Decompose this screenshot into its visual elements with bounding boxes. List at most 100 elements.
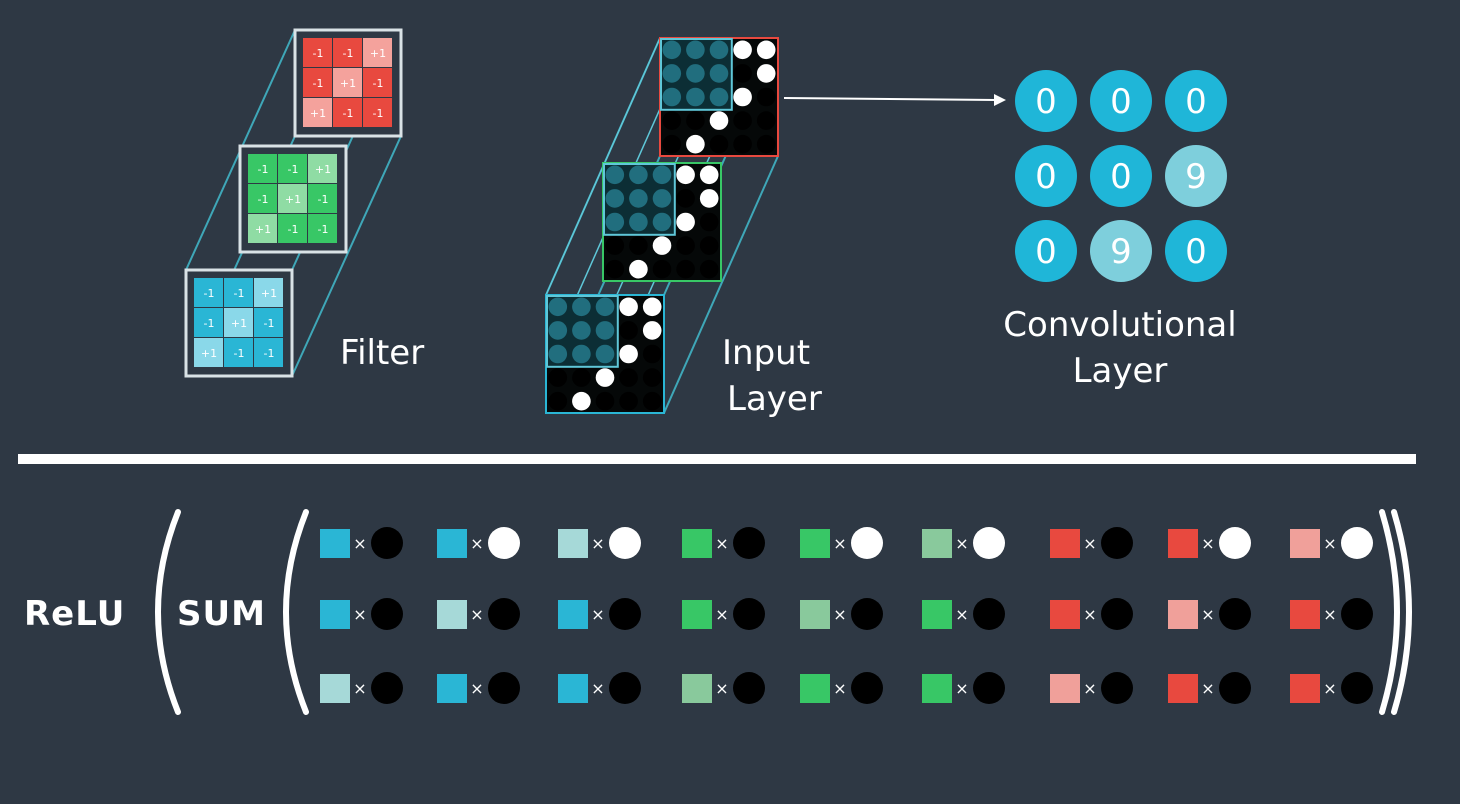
conv-label-line2: Layer (1072, 351, 1168, 391)
input-pixel (548, 321, 568, 340)
input-pixel (686, 40, 705, 60)
filter-weight-value: -1 (313, 47, 324, 60)
input-pixel (699, 212, 719, 232)
input-pixel (699, 259, 719, 279)
input-pixel (652, 212, 672, 232)
conv-output-value: 0 (1185, 232, 1207, 272)
weight-square (682, 600, 712, 629)
weight-square (1290, 529, 1320, 558)
weight-square (1168, 674, 1198, 703)
filter-weight-cell (303, 68, 332, 97)
input-pixel (619, 368, 638, 387)
input-pixel (699, 165, 719, 185)
pixel-circle (973, 672, 1005, 704)
filter-weight-cell (308, 184, 337, 213)
filter-weight-cell (248, 154, 277, 183)
input-pixel (756, 40, 776, 60)
weight-square (1290, 600, 1320, 629)
pixel-circle (609, 527, 641, 559)
times-sign: × (1083, 605, 1096, 624)
input-pixel (572, 368, 591, 387)
filter-weight-cell (224, 308, 253, 337)
conv-output-value: 0 (1185, 82, 1207, 122)
filter-weight-cell (248, 184, 277, 213)
times-sign: × (1201, 605, 1214, 624)
filter-weight-cell (278, 184, 307, 213)
filter-weight-value: +1 (310, 107, 326, 120)
pixel-circle (371, 672, 403, 704)
conv-output-value: 9 (1110, 232, 1132, 272)
times-sign: × (833, 605, 846, 624)
weight-square (1050, 600, 1080, 629)
conv-output-value: 0 (1110, 157, 1132, 197)
filter-weight-cell (333, 68, 362, 97)
input-pixel (619, 297, 638, 317)
filter-window-overlay (660, 38, 733, 111)
conv-output-value: 0 (1035, 232, 1057, 272)
input-pixel (709, 111, 729, 130)
filter-weight-cell (333, 38, 362, 67)
input-pixel (756, 64, 776, 83)
weight-square (558, 529, 588, 558)
conv-output-cell (1090, 70, 1152, 132)
pixel-circle (851, 527, 883, 559)
filter-weight-value: +1 (261, 287, 277, 300)
conv-output-cell (1165, 145, 1227, 207)
input-pixel (709, 134, 729, 154)
section-divider (18, 454, 1416, 464)
filter-weight-cell (363, 38, 392, 67)
input-pixel (619, 391, 638, 411)
sum-label: SUM (177, 594, 266, 634)
input-pixel (652, 259, 672, 279)
pixel-circle (371, 527, 403, 559)
input-pixel (709, 40, 729, 60)
times-sign: × (1323, 605, 1336, 624)
times-sign: × (715, 534, 728, 553)
pixel-circle (488, 672, 520, 704)
input-pixel (605, 236, 625, 255)
pixel-circle (371, 598, 403, 630)
weight-square (437, 529, 467, 558)
filter-weight-cell (254, 278, 283, 307)
input-pixel (733, 87, 752, 107)
filter-weight-cell (194, 278, 223, 307)
input-pixel (662, 64, 682, 83)
arrow-line (783, 97, 997, 101)
weight-square (437, 674, 467, 703)
filter-weight-cell (224, 278, 253, 307)
input-pixel (642, 297, 662, 317)
filter-weight-value: +1 (285, 193, 301, 206)
times-sign: × (1083, 679, 1096, 698)
input-pixel (595, 321, 615, 340)
input-pixel (595, 368, 615, 387)
arrow-head (994, 94, 1006, 106)
filter-edge (291, 135, 402, 377)
pixel-circle (1341, 672, 1373, 704)
input-pixel (686, 64, 705, 83)
input-pixel (629, 189, 648, 208)
filter-weight-cell (308, 154, 337, 183)
filter-weight-value: -1 (373, 77, 384, 90)
input-label-line1: Input (722, 333, 811, 373)
times-sign: × (1201, 534, 1214, 553)
weight-square (682, 674, 712, 703)
filter-weight-value: -1 (343, 107, 354, 120)
filter-label: Filter (340, 333, 425, 373)
weight-square (922, 674, 952, 703)
input-pixel (629, 236, 648, 255)
filter-weight-value: -1 (373, 107, 384, 120)
input-pixel (652, 189, 672, 208)
times-sign: × (955, 605, 968, 624)
weight-square (1168, 600, 1198, 629)
times-sign: × (591, 605, 604, 624)
weight-square (558, 674, 588, 703)
input-pixel (572, 297, 591, 317)
filter-weight-value: -1 (313, 77, 324, 90)
times-sign: × (955, 679, 968, 698)
filter-weight-value: -1 (343, 47, 354, 60)
weight-square (800, 600, 830, 629)
conv-output-cell (1015, 145, 1077, 207)
times-sign: × (470, 534, 483, 553)
input-pixel (733, 40, 752, 60)
